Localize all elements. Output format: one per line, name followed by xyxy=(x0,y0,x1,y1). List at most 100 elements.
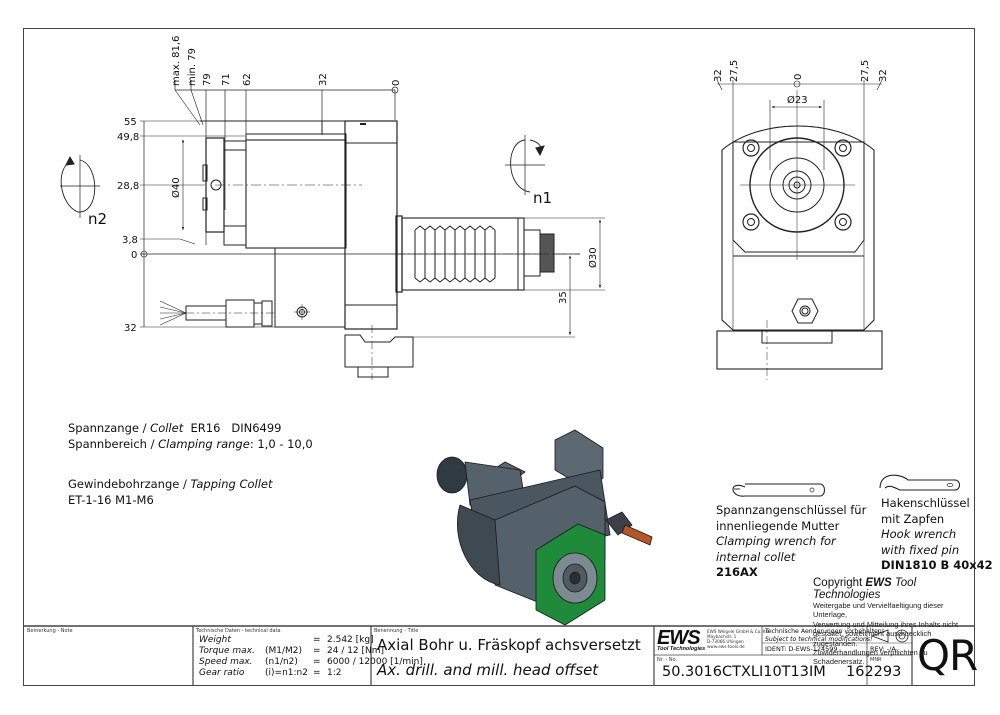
projection-symbol-icon xyxy=(870,629,909,643)
wrench1-en-1: Clamping wrench for xyxy=(716,534,836,548)
copyright-line: Zuwiderhandlungen verpflichten zu Schade… xyxy=(813,648,928,667)
title-label: Benennung - Title xyxy=(374,628,419,634)
dim-49-8: 49,8 xyxy=(117,132,139,143)
dim-32: 32 xyxy=(318,73,329,86)
mnr-label: MNR xyxy=(870,657,882,663)
company-line: D-73066 Uhingen xyxy=(707,639,744,644)
tech-row-gear: Gear ratio (i)=n1:n2 = 1:2 xyxy=(199,668,423,679)
wrench2-code: DIN1810 B 40x42 xyxy=(881,558,993,572)
range-label-de: Spannbereich / xyxy=(68,437,159,451)
clamping-wrench-icon xyxy=(732,483,826,497)
tech-row-torque: Torque max. (M1/M2) = 24 / 12 [Nm] xyxy=(199,646,423,657)
side-dim-d23: Ø23 xyxy=(787,94,808,106)
wrench1-de-2: innenliegende Mutter xyxy=(716,518,840,533)
dim-35: 35 xyxy=(558,291,569,304)
front-view xyxy=(60,80,605,380)
company-line: Maybachstr. 1 xyxy=(707,634,737,639)
rotation-n1-symbol xyxy=(505,135,545,195)
company-line: EWS Weigele GmbH & Co. KG xyxy=(707,629,769,634)
rotation-n2-symbol xyxy=(60,155,100,218)
dim-79: 79 xyxy=(202,73,213,86)
range-label-en: Clamping range xyxy=(158,437,250,451)
collet-label-de: Spannzange / xyxy=(68,421,151,435)
dim-d40: Ø40 xyxy=(170,177,182,198)
tech-value: 2.542 [kg] xyxy=(327,635,374,645)
tech-row-speed: Speed max.(n1/n2)=6000 / 12000 [1/min] xyxy=(199,657,423,668)
title-german: Axial Bohr u. Fräskopf achsversetzt xyxy=(377,636,641,654)
dim-max: max. 81,6 xyxy=(171,36,182,86)
wrench2-de-2: mit Zapfen xyxy=(881,511,945,526)
tech-cond: (i)=n1:n2 xyxy=(265,668,308,678)
dim-zero: 0 xyxy=(131,250,137,261)
copyright-notice: Copyright EWS Tool Technologies Weiterga… xyxy=(813,577,973,667)
tech-name: Torque max. xyxy=(199,646,255,656)
collet-notes: Spannzange / Collet ER16 DIN6499 Spannbe… xyxy=(68,420,313,508)
mnr-number: 162293 xyxy=(846,664,902,680)
tapping-label-en: Tapping Collet xyxy=(190,477,273,491)
copyright-brand: EWS xyxy=(865,577,892,589)
tech-cond: (n1/n2) xyxy=(265,657,298,667)
dim-55: 55 xyxy=(124,117,137,128)
dim-28-8: 28,8 xyxy=(117,181,139,192)
wrench1-de-1: Spannzangenschlüssel für xyxy=(716,503,867,517)
dim-71: 71 xyxy=(221,73,232,86)
changes-note: Technische Aenderungen vorbehalten! Subj… xyxy=(765,628,884,643)
drawing-frame xyxy=(23,28,975,686)
side-view xyxy=(716,79,883,380)
copyright-line: Verwertung und Mitteilung ihres Inhalts … xyxy=(813,619,959,629)
copyright-prefix: Copyright xyxy=(813,577,866,589)
part-number: 50.3016CTXLI10T13IM xyxy=(662,664,826,680)
dim-min: min. 79 xyxy=(187,48,198,86)
tech-data-table: Weight = 2.542 [kg] Torque max. (M1/M2) = 24 … xyxy=(199,635,423,679)
hook-wrench-info: Hakenschlüssel mit Zapfen Hook wrench wi… xyxy=(881,496,993,574)
changes-en: Subject to technical modifications! xyxy=(765,635,873,643)
title-english: Ax. drill. and mill. head offset xyxy=(377,661,599,679)
side-dim-32-left: 32 xyxy=(713,69,724,82)
copyright-line: gestattet, soweit nicht ausdruecklich zu… xyxy=(813,629,932,648)
tech-eq: = xyxy=(313,657,321,667)
tech-name: Gear ratio xyxy=(199,668,245,678)
tech-cond: (M1/M2) xyxy=(265,646,303,656)
tech-row-weight: Weight = 2.542 [kg] xyxy=(199,635,423,646)
copyright-line: Weitergabe und Vervielfaeltigung dieser … xyxy=(813,601,944,620)
clamping-wrench-info: Spannzangenschlüssel für innenliegende M… xyxy=(716,503,866,581)
tapping-value: ET-1-16 M1-M6 xyxy=(68,493,154,507)
side-dim-0: 0 xyxy=(793,74,804,80)
tech-eq: = xyxy=(313,668,321,678)
note-label: Bemerkung - Note xyxy=(27,628,73,634)
iso-3d-view xyxy=(436,429,653,626)
side-dim-27-5-right: 27,5 xyxy=(860,60,871,82)
wrench2-en-2: with fixed pin xyxy=(881,542,960,557)
wrench2-en-1: Hook wrench xyxy=(881,527,957,541)
tech-value: 1:2 xyxy=(327,668,342,678)
ident-number: IDENT: D-EWS-124599 xyxy=(765,645,838,653)
dimension-labels: max. 81,6 min. 79 79 71 62 32 0 55 49,8 … xyxy=(88,36,889,334)
label-n1: n1 xyxy=(533,189,552,207)
copyright-suffix: Tool Technologies xyxy=(813,577,917,601)
dim-0: 0 xyxy=(391,80,402,86)
tech-name: Speed max. xyxy=(199,657,253,667)
dim-32-bottom: 32 xyxy=(124,323,137,334)
tech-eq: = xyxy=(313,635,321,645)
qr-label: QR xyxy=(917,631,978,680)
dim-62: 62 xyxy=(242,73,253,86)
wrench1-code: 216AX xyxy=(716,565,758,579)
changes-de: Technische Aenderungen vorbehalten! xyxy=(765,628,885,635)
collet-spec: ER16 DIN6499 xyxy=(183,421,282,435)
tech-eq: = xyxy=(313,646,321,656)
ews-logo: EWS xyxy=(657,627,701,649)
company-address: EWS Weigele GmbH & Co. KG Maybachstr. 1 … xyxy=(707,629,769,649)
side-dim-27-5-left: 27,5 xyxy=(729,60,740,82)
tech-data-label: Technische Daten - technical data xyxy=(196,628,281,634)
tech-value: 24 / 12 [Nm] xyxy=(327,646,385,656)
range-value: : 1,0 - 10,0 xyxy=(249,437,313,451)
collet-label-en: Collet xyxy=(150,421,184,435)
nr-label: Nr. - No. xyxy=(657,657,678,663)
side-dim-32-right: 32 xyxy=(878,69,889,82)
hook-wrench-icon xyxy=(879,474,961,491)
tapping-label-de: Gewindebohrzange / xyxy=(68,477,191,491)
tech-name: Weight xyxy=(199,635,231,645)
company-line: www.ews-tools.de xyxy=(707,644,745,649)
